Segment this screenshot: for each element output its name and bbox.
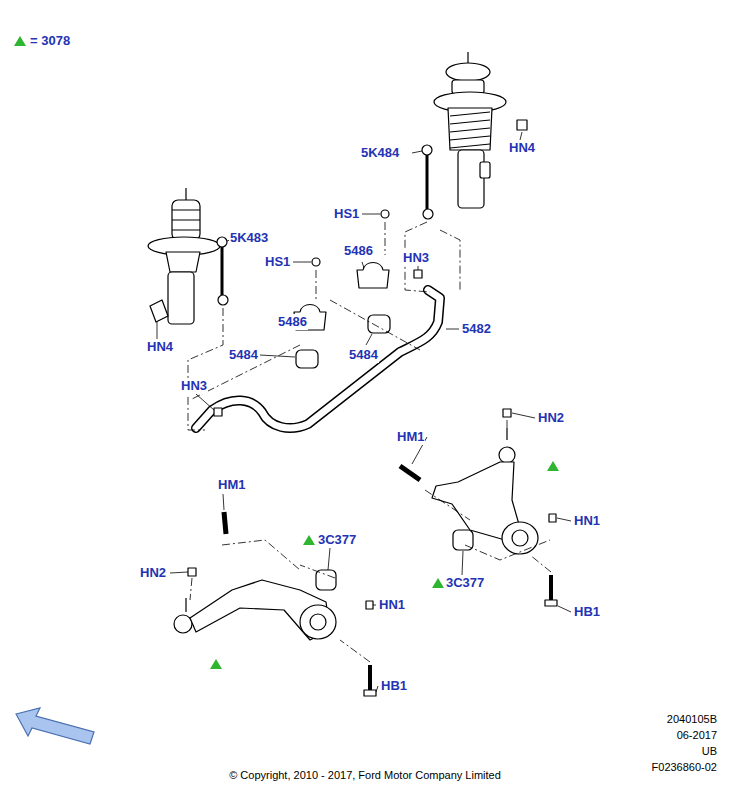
reference-text: © Copyright, 2010 - 2017, Ford Motor Com… (228, 767, 502, 783)
part-number: 5K483 (229, 230, 269, 246)
part-number: 3C377 (445, 575, 485, 591)
reference-text: 2040105B (666, 711, 718, 727)
part-number: HB1 (573, 604, 601, 620)
part-number: 5486 (343, 243, 374, 259)
part-number: 3C377 (317, 532, 357, 548)
part-number: 5K484 (360, 145, 400, 161)
part-number: HM1 (396, 429, 425, 445)
part-number: HN4 (146, 339, 174, 355)
part-number: 5482 (461, 321, 492, 337)
part-number: HM1 (217, 477, 246, 493)
part-number: HS1 (333, 206, 360, 222)
part-number: HN2 (537, 410, 565, 426)
reference-text: F0236860-02 (651, 759, 718, 775)
part-number: 5484 (228, 347, 259, 363)
part-number: HN4 (508, 140, 536, 156)
part-number: 5486 (277, 314, 308, 330)
part-number: HS1 (264, 254, 291, 270)
reference-text: 06-2017 (676, 727, 718, 743)
part-number: HB1 (380, 678, 408, 694)
part-number: HN1 (378, 597, 406, 613)
legend-text: = 3078 (29, 33, 71, 49)
reference-text: UB (701, 743, 718, 759)
part-number: HN1 (573, 513, 601, 529)
part-number: HN3 (180, 378, 208, 394)
part-number: HN2 (139, 565, 167, 581)
part-number: HN3 (402, 250, 430, 266)
part-number: 5484 (348, 347, 379, 363)
